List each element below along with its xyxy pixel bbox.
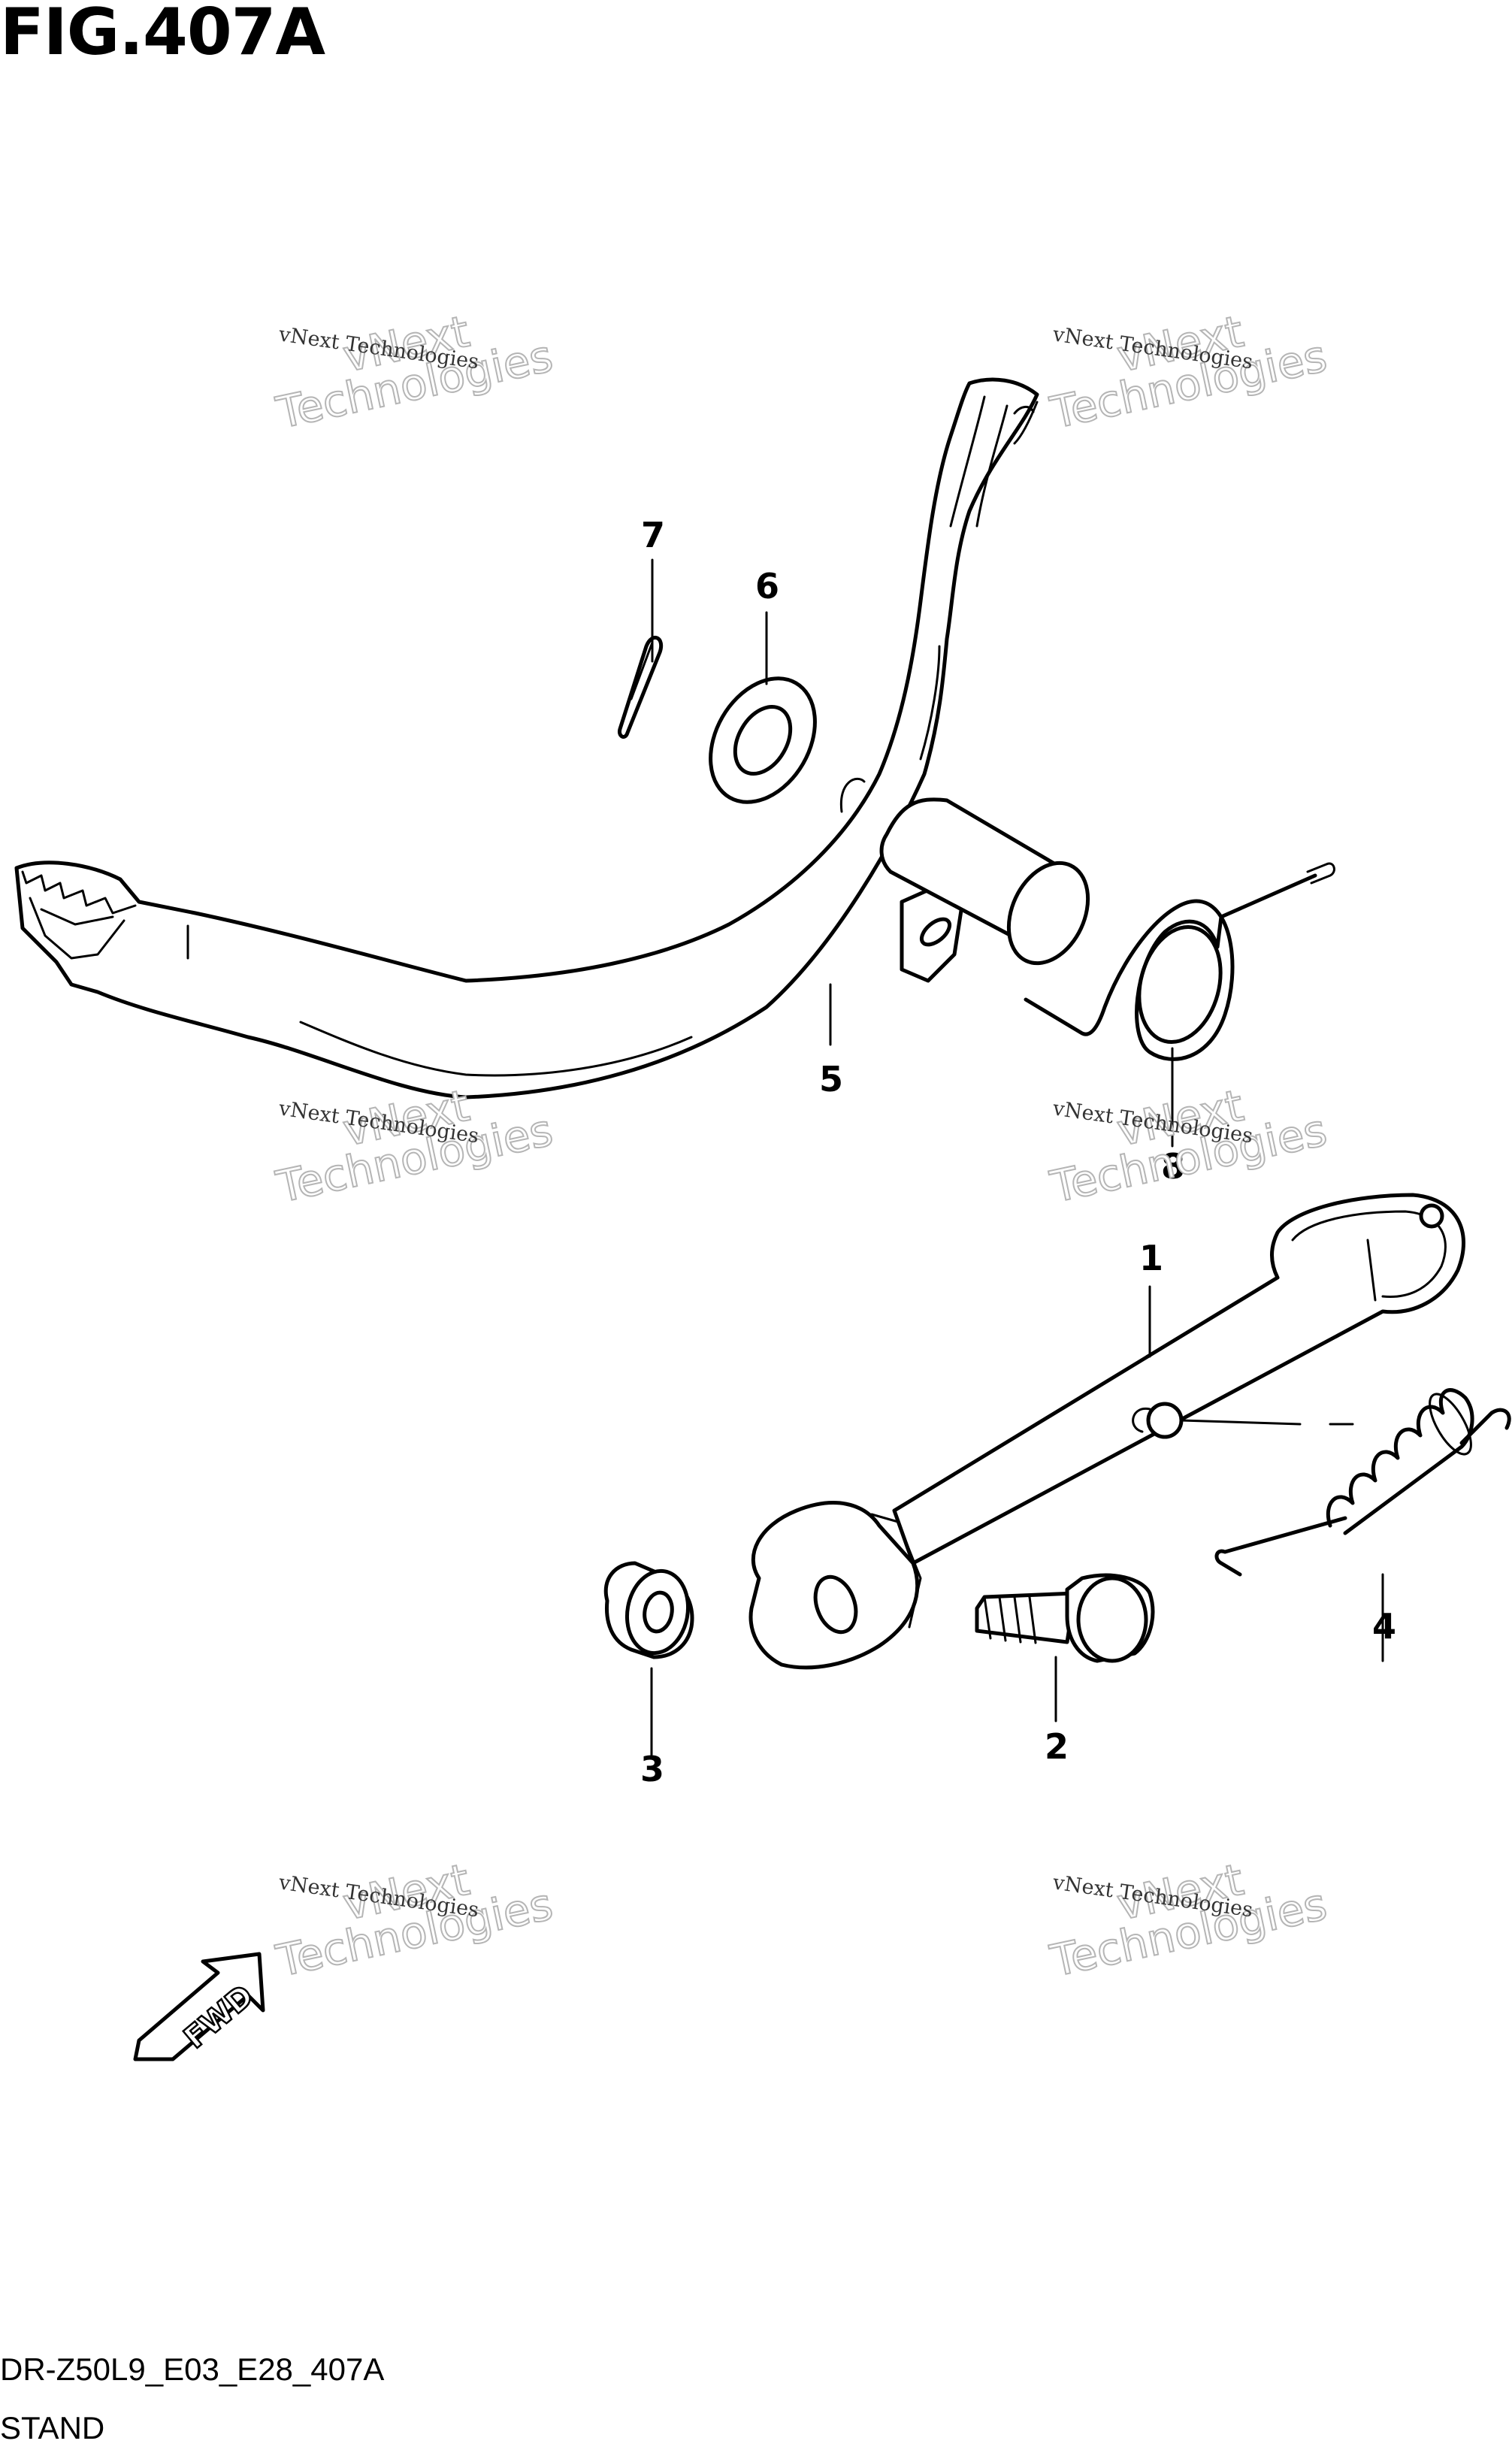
figure-name: STAND — [0, 2410, 105, 2445]
figure-code: DR-Z50L9_E03_E28_407A — [0, 2352, 385, 2387]
side-stand-part — [748, 1193, 1465, 1670]
brake-spring-part — [1024, 862, 1335, 1061]
stand-spring-part — [1214, 1388, 1511, 1577]
callout-8: 8 — [1161, 1146, 1185, 1187]
figure-title: FIG.407A — [0, 0, 325, 70]
callout-2: 2 — [1045, 1726, 1069, 1767]
cotter-pin-part — [617, 635, 664, 739]
washer-part — [709, 676, 817, 804]
callout-4: 4 — [1372, 1606, 1396, 1647]
nut-part — [603, 1561, 694, 1659]
callout-5: 5 — [819, 1059, 843, 1099]
callout-leaders — [650, 558, 1384, 1756]
brake-pedal-part — [14, 377, 1090, 1099]
callout-1: 1 — [1139, 1238, 1163, 1278]
forward-direction-arrow-icon — [133, 1952, 265, 2061]
callout-3: 3 — [640, 1749, 664, 1789]
bolt-part — [975, 1573, 1155, 1663]
callout-7: 7 — [641, 515, 665, 555]
assembly-line — [1180, 1419, 1354, 1426]
callout-6: 6 — [755, 566, 779, 606]
